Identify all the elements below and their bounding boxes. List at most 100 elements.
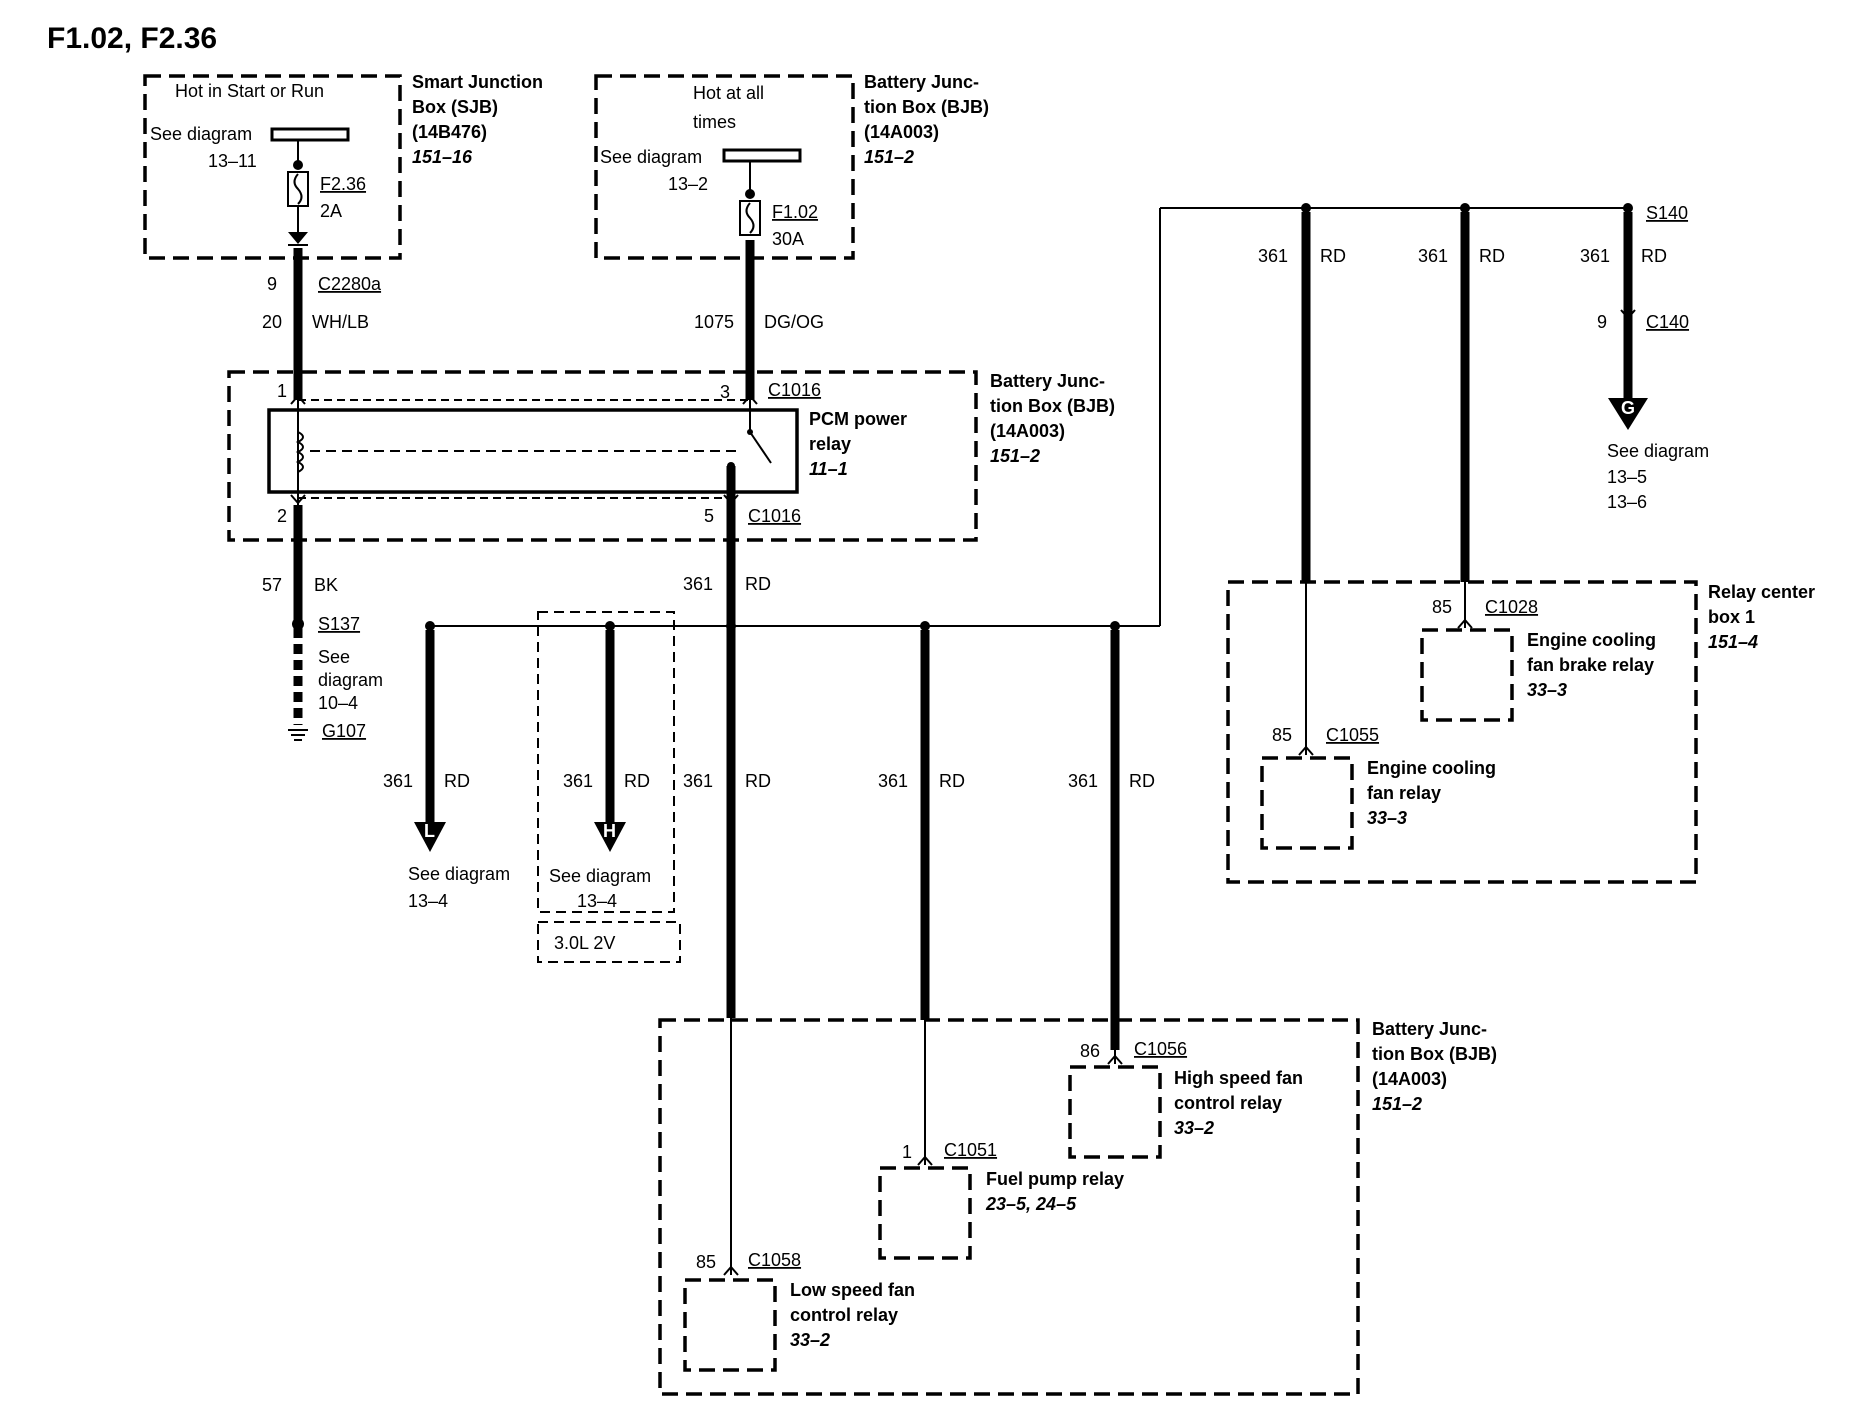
high-circuit: 361 (1068, 771, 1098, 791)
top-node-s140 (1623, 203, 1633, 213)
brake-page: 33–3 (1527, 680, 1567, 700)
h-variant: 3.0L 2V (554, 933, 615, 953)
main-361-circuit: 361 (683, 574, 713, 594)
brake-chevron (1457, 618, 1473, 629)
bus-node-high (1110, 621, 1120, 631)
dg-color: DG/OG (764, 312, 824, 332)
battery-junction-box-bottom: Battery Junc- tion Box (BJB) (14A003) 15… (658, 1018, 1497, 1396)
c140-chevron (1620, 309, 1636, 320)
relay-name-2: relay (809, 434, 851, 454)
arrow-l-letter: L (424, 821, 435, 841)
sjb-page: 151–16 (412, 147, 473, 167)
high-speed-fan-relay (1068, 1065, 1162, 1159)
s140-pin: 9 (1597, 312, 1607, 332)
fuel-chevron (917, 1155, 933, 1166)
bjb-bottom-outline (658, 1018, 1360, 1396)
arrow-g-ref-1: 13–5 (1607, 467, 1647, 487)
rd-bus: 361 RD (425, 203, 1633, 1018)
ground-see-1: See (318, 647, 350, 667)
h-variant-tag (537, 921, 681, 963)
bjb-top-header-2: times (693, 112, 736, 132)
high-color: RD (1129, 771, 1155, 791)
bk-color: BK (314, 575, 338, 595)
high-name-1: High speed fan (1174, 1068, 1303, 1088)
relay-center-page: 151–4 (1708, 632, 1758, 652)
fuse-f236-rating: 2A (320, 201, 342, 221)
fuse-f236-element (293, 173, 303, 205)
h-variant-outline (537, 611, 675, 913)
fan-pin: 85 (1272, 725, 1292, 745)
arrow-h-ref: 13–4 (577, 891, 617, 911)
relay-conn-bottom: C1016 (748, 506, 801, 526)
arrow-l-icon (414, 822, 446, 852)
s140-branch: S140 361 RD 9 C140 G See diagram 13–5 13… (1580, 203, 1709, 512)
fan-chevron (1298, 745, 1314, 756)
top-node-brake (1460, 203, 1470, 213)
high-page: 33–2 (1174, 1118, 1214, 1138)
brake-conn: C1028 (1485, 597, 1538, 617)
relay-bjb-outline (227, 370, 978, 542)
h-circuit: 361 (563, 771, 593, 791)
bjb-bottom-part: (14A003) (1372, 1069, 1447, 1089)
l-circuit: 361 (383, 771, 413, 791)
bus-node-h (605, 621, 615, 631)
sjb-part: (14B476) (412, 122, 487, 142)
bk-circuit: 57 (262, 575, 282, 595)
brake-name-2: fan brake relay (1527, 655, 1654, 675)
relay-pin1: 1 (277, 381, 287, 401)
bjb-bottom-name-2: tion Box (BJB) (1372, 1044, 1497, 1064)
fan-name-2: fan relay (1367, 783, 1441, 803)
dg-circuit: 1075 (694, 312, 734, 332)
arrow-l-ref: 13–4 (408, 891, 448, 911)
fuel-circuit: 361 (878, 771, 908, 791)
bjb-top-see-ref: 13–2 (668, 174, 708, 194)
sjb-name-2: Box (SJB) (412, 97, 498, 117)
diode-icon (288, 232, 308, 244)
fuel-pump-relay (878, 1166, 972, 1260)
main-361-color: RD (745, 574, 771, 594)
arrow-l-see: See diagram (408, 864, 510, 884)
battery-junction-box-top: Hot at all times See diagram 13–2 F1.02 … (594, 72, 989, 260)
arrow-g-see: See diagram (1607, 441, 1709, 461)
splice-s137-dot (292, 618, 304, 630)
low-page: 33–2 (790, 1330, 830, 1350)
pin5-chevron (723, 494, 739, 505)
brake-top-circuit: 361 (1418, 246, 1448, 266)
sjb-header: Hot in Start or Run (175, 81, 324, 101)
relay-bjb-page: 151–2 (990, 446, 1040, 466)
relay-center-name-1: Relay center (1708, 582, 1815, 602)
brake-name-1: Engine cooling (1527, 630, 1656, 650)
high-chevron (1107, 1054, 1123, 1065)
pin3-chevron (742, 394, 758, 405)
relay-coil-icon (295, 431, 304, 473)
fuel-pin: 1 (902, 1142, 912, 1162)
bjb-bottom-page: 151–2 (1372, 1094, 1422, 1114)
relay-bjb-name-2: tion Box (BJB) (990, 396, 1115, 416)
bjb-top-name-1: Battery Junc- (864, 72, 979, 92)
fuel-name: Fuel pump relay (986, 1169, 1124, 1189)
relay-switch-arm (749, 431, 772, 464)
arrow-h-icon (594, 822, 626, 852)
low-name-1: Low speed fan (790, 1280, 915, 1300)
sjb-outline (143, 74, 402, 260)
fan-brake-relay (1420, 628, 1514, 722)
fan-page: 33–3 (1367, 808, 1407, 828)
fan-top-circuit: 361 (1258, 246, 1288, 266)
splice-s137: S137 (318, 614, 360, 634)
s140-circuit: 361 (1580, 246, 1610, 266)
bjb-top-bus-bar (722, 148, 802, 163)
ground-g107: G107 (322, 721, 366, 741)
bjb-bottom-name-1: Battery Junc- (1372, 1019, 1487, 1039)
relay-center-name-2: box 1 (1708, 607, 1755, 627)
s140-color: RD (1641, 246, 1667, 266)
fuel-page: 23–5, 24–5 (985, 1194, 1077, 1214)
arrow-g-letter: G (1621, 398, 1635, 418)
bjb-top-part: (14A003) (864, 122, 939, 142)
bus-node-fuel (920, 621, 930, 631)
bjb-top-fuse-node (745, 189, 755, 199)
diagram-title: F1.02, F2.36 (47, 22, 217, 55)
wh-color: WH/LB (312, 312, 369, 332)
bjb-top-name-2: tion Box (BJB) (864, 97, 989, 117)
sjb-name-1: Smart Junction (412, 72, 543, 92)
